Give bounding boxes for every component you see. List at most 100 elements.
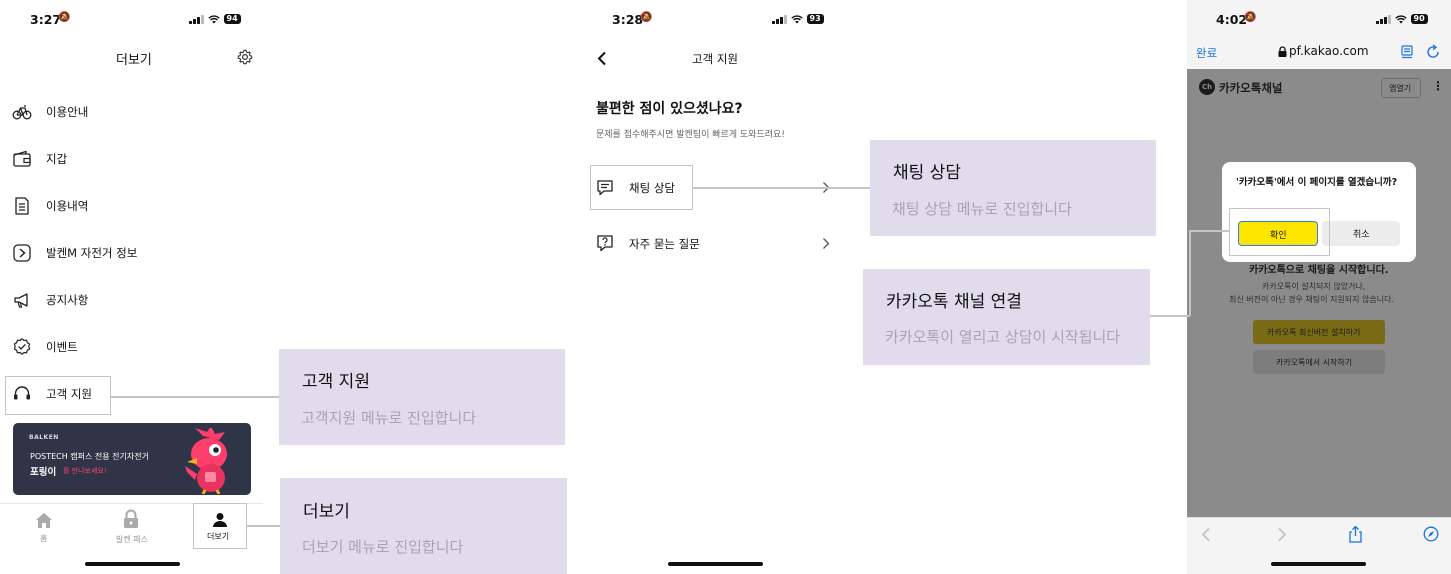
dim-overlay bbox=[1187, 69, 1451, 517]
reload-icon[interactable] bbox=[1426, 44, 1440, 59]
home-icon bbox=[36, 513, 52, 528]
tab-label-balken-pass: 발켄 패스 bbox=[116, 535, 148, 544]
connector-line bbox=[693, 187, 870, 189]
menu-label-history: 이용내역 bbox=[46, 199, 89, 213]
banner-line2-rest: 를 만나보세요! bbox=[63, 467, 107, 475]
cancel-button[interactable]: 취소 bbox=[1322, 221, 1400, 246]
callout-desc: 더보기 메뉴로 진입합니다 bbox=[302, 538, 464, 556]
start-kakao-label: 카카오톡에서 시작하기 bbox=[1276, 358, 1353, 367]
menu-label-customer-support: 고객 지원 bbox=[46, 387, 92, 401]
reader-icon[interactable] bbox=[1401, 45, 1413, 59]
tabbar-divider bbox=[0, 503, 263, 504]
connector-line bbox=[247, 525, 280, 527]
support-item-label: 채팅 상담 bbox=[629, 181, 675, 195]
menu-label-event: 이벤트 bbox=[46, 340, 78, 354]
megaphone-icon bbox=[14, 293, 28, 308]
forward-icon[interactable] bbox=[1277, 527, 1287, 542]
callout-title: 고객 지원 bbox=[302, 372, 370, 392]
battery-indicator: 90 bbox=[1410, 14, 1428, 24]
connector-line bbox=[1189, 230, 1229, 232]
back-chevron-icon[interactable] bbox=[597, 51, 607, 66]
gear-icon[interactable] bbox=[237, 49, 253, 65]
tab-label-more: 더보기 bbox=[207, 532, 230, 541]
bicycle-icon bbox=[12, 105, 32, 120]
lock-icon bbox=[124, 509, 138, 528]
bell-slash-icon: 🔕 bbox=[58, 12, 71, 23]
status-time: 3:28 bbox=[612, 12, 644, 27]
install-kakao-label: 카카오톡 최신버전 설치하기 bbox=[1267, 328, 1361, 337]
confirm-button[interactable]: 확인 bbox=[1238, 221, 1318, 246]
highlight-chat bbox=[590, 165, 693, 210]
menu-label-bike-info: 발켄M 자전거 정보 bbox=[46, 246, 138, 260]
callout-desc: 카카오톡이 열리고 상담이 시작됩니다 bbox=[885, 328, 1121, 346]
channel-name: 카카오톡채널 bbox=[1219, 81, 1283, 95]
cancel-label: 취소 bbox=[1353, 230, 1370, 240]
home-indicator bbox=[668, 562, 763, 566]
connector-line bbox=[1150, 315, 1190, 317]
wifi-icon bbox=[790, 14, 803, 23]
wallet-icon bbox=[13, 150, 31, 167]
balken-logo-icon bbox=[13, 244, 31, 262]
tab-label-home: 홈 bbox=[40, 534, 48, 543]
chevron-right-icon bbox=[823, 238, 830, 249]
open-app-label: 앱열기 bbox=[1389, 84, 1412, 93]
confirm-label: 확인 bbox=[1270, 231, 1287, 241]
lock-icon bbox=[1278, 46, 1287, 57]
share-icon[interactable] bbox=[1348, 525, 1363, 543]
document-icon bbox=[15, 197, 29, 215]
status-icons: 93 bbox=[772, 14, 824, 24]
menu-label-wallet: 지갑 bbox=[46, 152, 68, 166]
wifi-icon bbox=[1394, 14, 1407, 23]
status-time: 3:27 bbox=[30, 12, 62, 27]
callout-desc: 채팅 상담 메뉴로 진입합니다 bbox=[892, 200, 1072, 218]
connector-line bbox=[1189, 230, 1191, 316]
page-title: 더보기 bbox=[116, 53, 152, 68]
connector-line bbox=[111, 396, 279, 398]
highlight-customer-support bbox=[5, 376, 111, 415]
chat-icon bbox=[597, 180, 613, 196]
callout-title: 더보기 bbox=[303, 502, 350, 522]
promo-banner[interactable]: BALKEN POSTECH 캠퍼스 전용 전기자전거 포링이 를 만나보세요! bbox=[13, 423, 251, 495]
menu-label-guide: 이용안내 bbox=[46, 105, 89, 119]
battery-indicator: 94 bbox=[223, 14, 241, 24]
status-icons: 94 bbox=[189, 14, 241, 24]
callout-title: 채팅 상담 bbox=[893, 163, 961, 183]
url-text[interactable]: pf.kakao.com bbox=[1289, 44, 1369, 58]
bell-slash-icon: 🔕 bbox=[1244, 12, 1257, 23]
open-app-button[interactable]: 앱열기 bbox=[1381, 78, 1421, 98]
highlight-confirm bbox=[1229, 208, 1330, 256]
start-kakao-button[interactable]: 카카오톡에서 시작하기 bbox=[1253, 350, 1385, 374]
banner-line1: POSTECH 캠퍼스 전용 전기자전거 bbox=[30, 452, 149, 461]
install-kakao-button[interactable]: 카카오톡 최신버전 설치하기 bbox=[1253, 320, 1385, 344]
signal-icon bbox=[772, 14, 787, 24]
callout-kakao: 카카오톡 채널 연결 카카오톡이 열리고 상담이 시작됩니다 bbox=[863, 269, 1150, 365]
support-item-label: 자주 묻는 질문 bbox=[629, 237, 700, 251]
back-icon[interactable] bbox=[1201, 527, 1211, 542]
badge-check-icon bbox=[13, 338, 31, 355]
wifi-icon bbox=[207, 14, 220, 23]
signal-icon bbox=[1376, 14, 1391, 24]
dialog-message: '카카오톡'에서 이 페이지를 열겠습니까? bbox=[1236, 177, 1398, 188]
banner-brand: BALKEN bbox=[29, 434, 59, 441]
kakao-page-desc1: 카카오톡이 설치되지 않았거나, bbox=[1262, 282, 1366, 291]
kakao-page-desc2: 최신 버전이 아닌 경우 채팅이 지원되지 않습니다. bbox=[1229, 295, 1394, 304]
bell-slash-icon: 🔕 bbox=[640, 12, 653, 23]
open-in-app-dialog: '카카오톡'에서 이 페이지를 열겠습니까? 확인 취소 bbox=[1222, 162, 1416, 262]
more-vertical-icon[interactable]: ⋮ bbox=[1432, 79, 1444, 93]
done-button[interactable]: 완료 bbox=[1196, 46, 1218, 60]
signal-icon bbox=[189, 14, 204, 24]
home-indicator bbox=[85, 562, 180, 566]
status-icons: 90 bbox=[1376, 14, 1428, 24]
compass-icon[interactable] bbox=[1423, 526, 1439, 542]
callout-customer-support: 고객 지원 고객지원 메뉴로 진입합니다 bbox=[279, 349, 565, 445]
headset-icon bbox=[14, 386, 30, 400]
support-subheading: 문제를 접수해주시면 발켄팀이 빠르게 도와드려요! bbox=[596, 130, 785, 140]
callout-chat: 채팅 상담 채팅 상담 메뉴로 진입합니다 bbox=[870, 140, 1156, 236]
home-indicator bbox=[1271, 562, 1366, 566]
kakao-page-title: 카카오톡으로 채팅을 시작합니다. bbox=[1249, 265, 1389, 276]
status-time: 4:02 bbox=[1216, 12, 1248, 27]
question-icon bbox=[597, 235, 613, 252]
kakao-channel-icon: Ch bbox=[1199, 79, 1215, 95]
mascot-image bbox=[185, 428, 227, 494]
highlight-more bbox=[193, 503, 247, 549]
